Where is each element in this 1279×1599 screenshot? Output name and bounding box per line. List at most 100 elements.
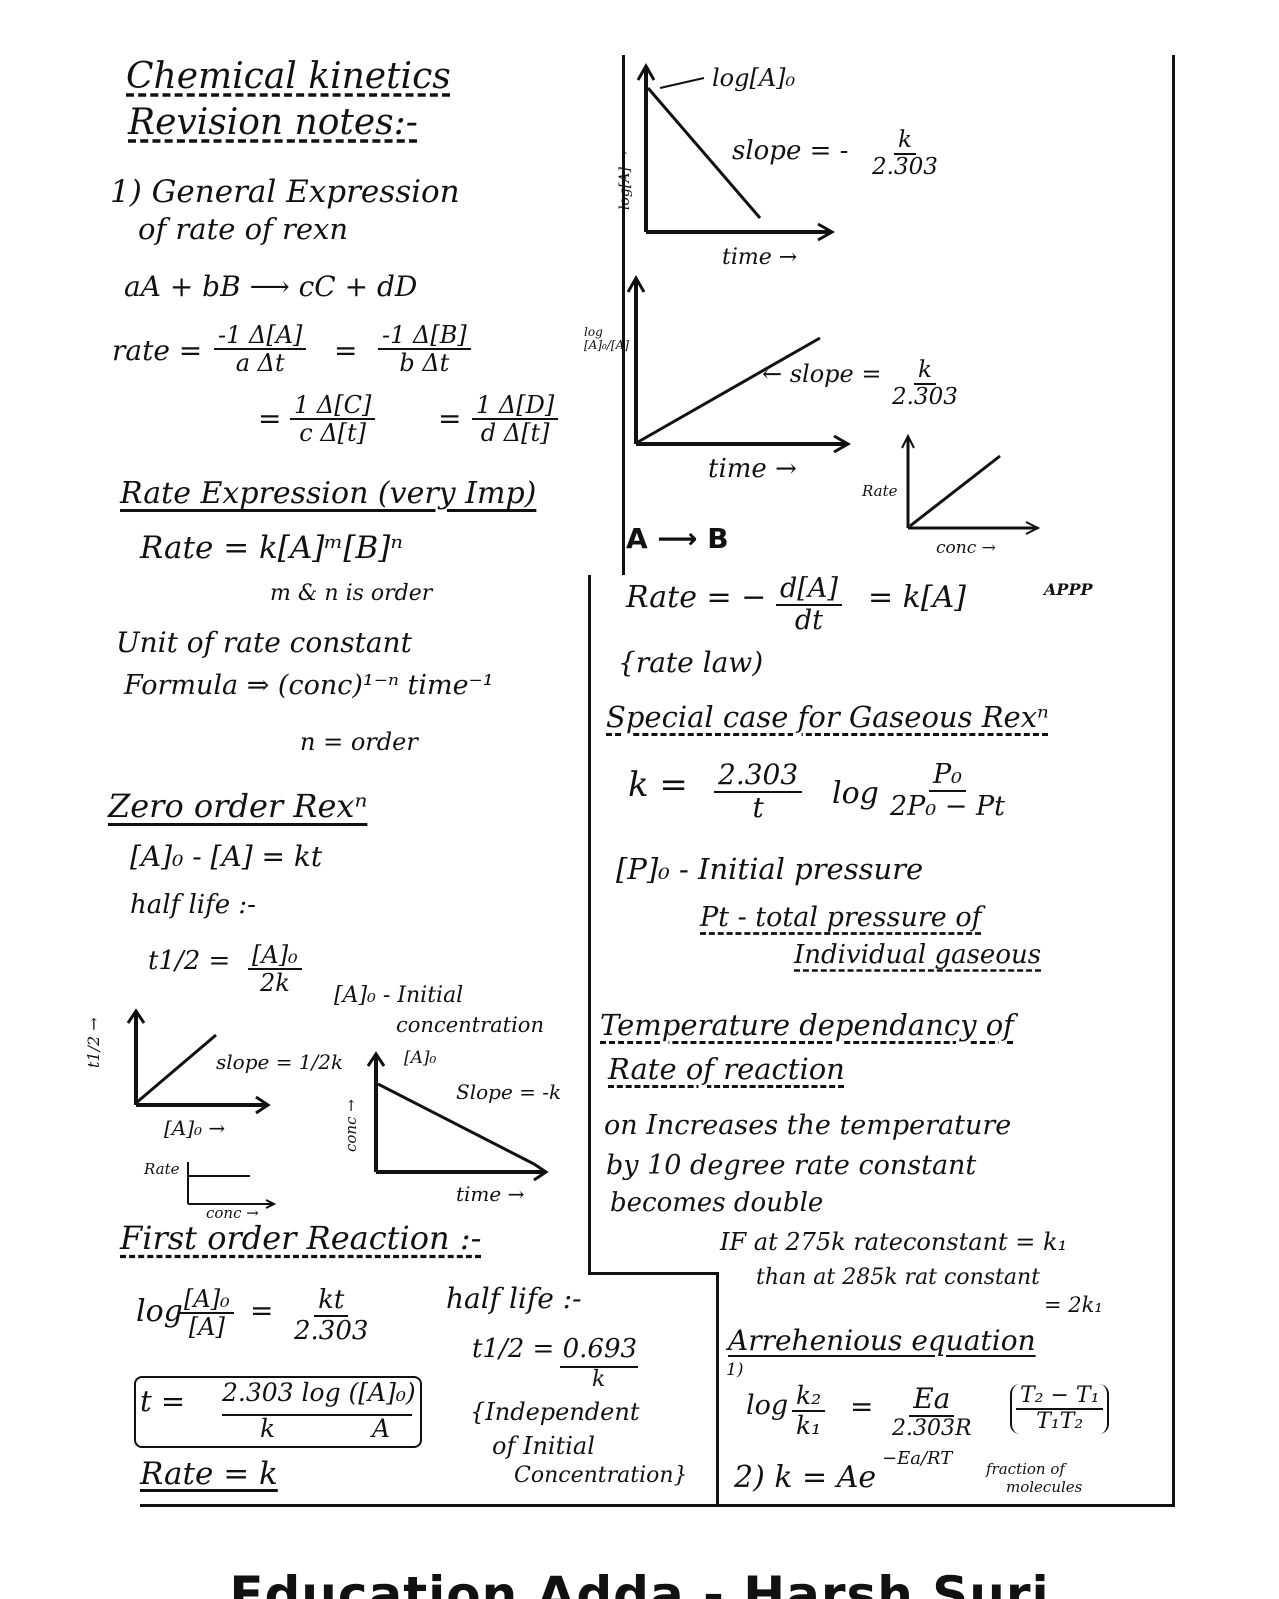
rate-frac-a-num: -1 Δ[A] [214, 322, 307, 351]
gas-k: k = [628, 765, 688, 805]
brand-footer: Education Adda - Harsh Suri [229, 1566, 1050, 1599]
g3-xlabel: conc → [206, 1204, 259, 1222]
t-eq-den-left: k [260, 1414, 276, 1443]
rate-frac-b: -1 Δ[B] b Δt [378, 322, 471, 377]
arrhenius-fraction-2: molecules [1006, 1478, 1083, 1496]
rg2-slope-frac: k 2.303 [888, 357, 962, 411]
graph-log-a-vs-time [636, 62, 836, 242]
first-t-half-bar [560, 1366, 638, 1368]
rg2-slope-num: k [913, 357, 936, 386]
eq-sign-1: = [334, 334, 358, 367]
graph-conc-vs-time [366, 1051, 549, 1182]
first-eq-sign: = [250, 1294, 274, 1327]
zero-half-life-label: half life :- [130, 890, 256, 920]
vertical-divider-top [622, 55, 625, 575]
sec1-heading-line2: of rate of rexn [138, 212, 349, 246]
arrhenius-t-num: T₂ − T₁ [1016, 1383, 1104, 1411]
vertical-divider-bottom [716, 1272, 719, 1504]
rate-prefix: rate = [112, 334, 203, 367]
sec1-heading-line1: 1) General Expression [110, 174, 460, 210]
zero-order-heading: Zero order Rexⁿ [108, 787, 368, 825]
rg1-top-label: log[A]₀ [712, 64, 796, 92]
eq-sign-2: = [258, 402, 282, 435]
rate-law-rhs: = k[A] [868, 580, 966, 615]
rate-expression-heading: Rate Expression (very Imp) [120, 476, 537, 511]
rg3-xlabel: conc → [936, 538, 996, 558]
order-note: m & n is order [270, 581, 433, 606]
graph-rate-vs-conc-zero [187, 1162, 277, 1209]
graph-thalf-vs-a0 [126, 1008, 271, 1115]
arrhenius-heading: Arrehenious equation [728, 1324, 1036, 1357]
zero-order-equation: [A]₀ - [A] = kt [130, 840, 323, 873]
t-eq-den-right: A [372, 1414, 391, 1443]
gas-frac: 2.303 t [714, 759, 803, 824]
divider-step [588, 1272, 718, 1275]
pt-note-2: Individual gaseous [794, 940, 1042, 970]
eq-sign-3: = [438, 402, 462, 435]
gas-log-den: 2P₀ − Pt [890, 790, 1005, 822]
g2-ylabel: conc → [342, 1099, 360, 1152]
first-t-half: t1/2 = 0.693 [472, 1334, 638, 1364]
g2-xlabel: time → [456, 1182, 525, 1206]
rate-frac-d: 1 Δ[D] d Δ[t] [472, 392, 559, 447]
arrhenius-ea-frac: Ea 2.303R [888, 1383, 976, 1441]
first-log-den: [A] [188, 1313, 225, 1342]
independent-3: Concentration} [514, 1463, 688, 1488]
gas-frac-den: t [752, 790, 764, 824]
first-order-t-box [134, 1376, 422, 1448]
title-revision-notes: Revision notes:- [128, 102, 418, 143]
temp-text-1: on Increases the temperature [604, 1110, 1012, 1141]
g1-xlabel: [A]₀ → [164, 1116, 226, 1140]
initial-conc-note-2: concentration [396, 1013, 544, 1037]
rg1-xlabel: time → [722, 245, 798, 270]
rg2-slope-prefix: ← slope = [762, 360, 882, 388]
first-log-num: [A]₀ [180, 1286, 234, 1315]
rate-law-note: {rate law) [618, 646, 764, 679]
g1-slope: slope = 1/2k [216, 1050, 344, 1074]
independent-1: {Independent [470, 1398, 640, 1426]
rg3-ylabel: Rate [862, 482, 898, 500]
n-order: n = order [300, 728, 418, 756]
rate-law-prefix: Rate = − [626, 580, 767, 615]
rg1-slope-num: k [893, 127, 916, 156]
t-eq-frac-bar [222, 1414, 412, 1416]
rg2-slope-den: 2.303 [892, 384, 958, 411]
gas-heading: Special case for Gaseous Rexⁿ [606, 700, 1049, 734]
arrhenius-t-frac: T₂ − T₁ T₁T₂ [1010, 1383, 1110, 1435]
first-t-half-den: k [592, 1367, 606, 1392]
unit-formula: Formula ⇒ (conc)¹⁻ⁿ time⁻¹ [124, 670, 494, 701]
arrhenius-exponent: −Ea/RT [882, 1448, 953, 1469]
g2-top-label: [A]₀ [404, 1048, 437, 1068]
rate-expression: Rate = k[A]ᵐ[B]ⁿ [140, 530, 403, 566]
first-rate-k: Rate = k [140, 1456, 278, 1492]
arrhenius-k-num: k₂ [792, 1382, 826, 1412]
gas-log: log [832, 776, 879, 811]
arrhenius-item-1: 1) [726, 1360, 744, 1380]
vertical-divider-middle [588, 575, 591, 1275]
arrhenius-t-den: T₁T₂ [1036, 1409, 1084, 1435]
temp-heading-1: Temperature dependancy of [600, 1008, 1014, 1042]
zero-t-half-den: 2k [259, 969, 290, 998]
zero-t-half-prefix: t1/2 = [148, 946, 231, 976]
gas-log-num: P₀ [928, 760, 966, 792]
rate-frac-a-den: a Δt [235, 349, 285, 378]
rate-frac-d-num: 1 Δ[D] [472, 392, 559, 421]
rate-frac-b-den: b Δt [399, 349, 450, 378]
rg1-slope-prefix: slope = - [732, 136, 849, 166]
rg2-ylabel: log [A]₀/[A] [584, 325, 629, 352]
independent-2: of Initial [492, 1432, 595, 1460]
t-eq-num: 2.303 log ([A]₀) [222, 1378, 416, 1407]
first-half-life-label: half life :- [446, 1282, 582, 1315]
first-order-heading: First order Reaction :- [120, 1219, 482, 1257]
first-log-frac: [A]₀ [A] [180, 1286, 234, 1341]
arrhenius-fraction-1: fraction of [986, 1460, 1065, 1478]
gas-log-frac: P₀ 2P₀ − Pt [886, 760, 1009, 821]
p0-note: [P]₀ - Initial pressure [616, 852, 924, 886]
rate-frac-c: 1 Δ[C] c Δ[t] [290, 392, 376, 447]
rate-law-num: d[A] [776, 574, 842, 606]
graph-log-ratio-vs-time [626, 274, 852, 454]
general-reaction: aA + bB ⟶ cC + dD [124, 270, 418, 303]
temp-text-2: by 10 degree rate constant [606, 1150, 977, 1181]
rg1-slope-den: 2.303 [872, 154, 938, 181]
